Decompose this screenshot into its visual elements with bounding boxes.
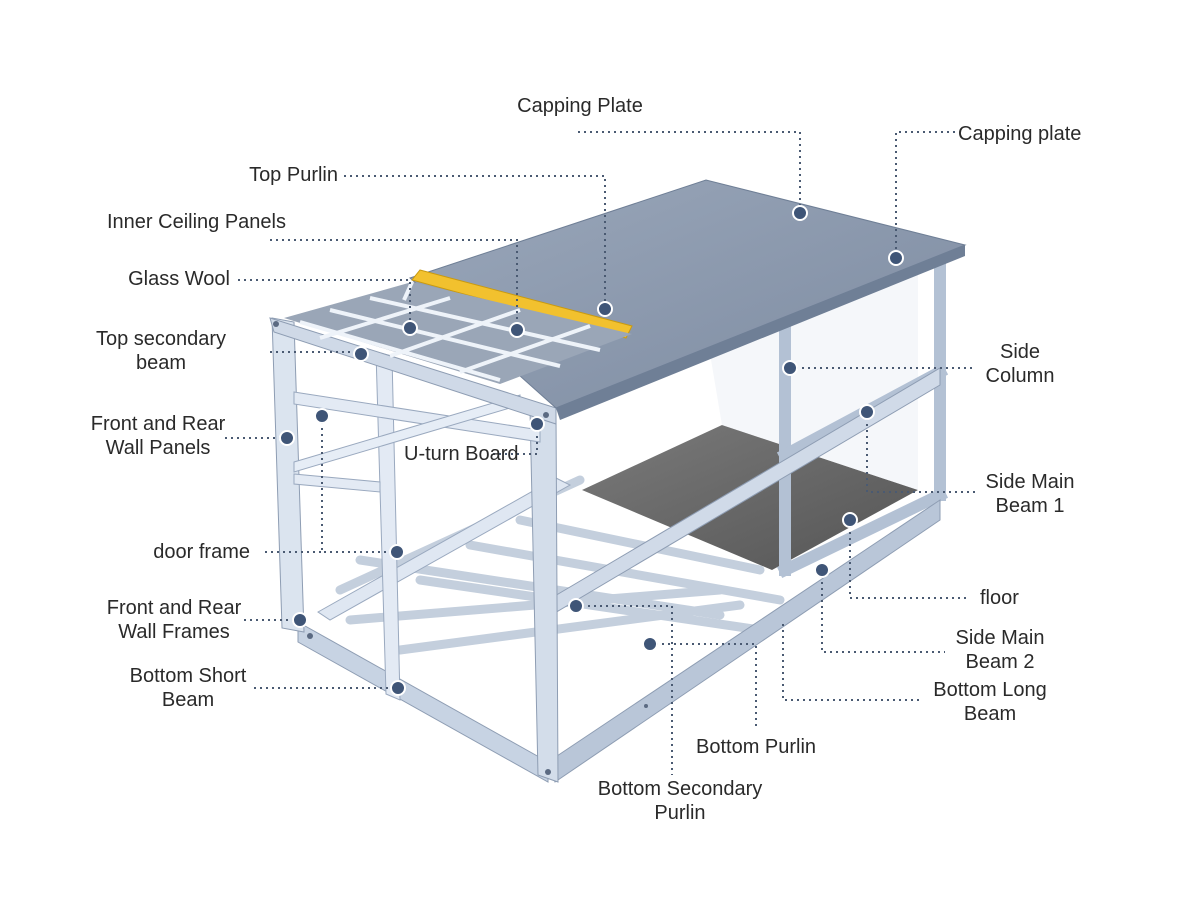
label-door-frame: door frame xyxy=(153,541,250,563)
label-side-main-beam-1: Side Main Beam 1 xyxy=(985,471,1075,517)
label-floor: floor xyxy=(980,587,1019,609)
capping-plate-edge xyxy=(556,245,965,420)
front-mid-rail xyxy=(293,473,381,493)
label-top-secondary-beam: Top secondary beam xyxy=(95,328,227,374)
label-bottom-short-beam: Bottom Short Beam xyxy=(129,665,247,711)
label-front-rear-wall-frames: Front and Rear Wall Frames xyxy=(106,597,242,643)
front-right-column xyxy=(529,409,559,783)
label-inner-ceiling-panels: Inner Ceiling Panels xyxy=(107,211,286,233)
top-secondary-beam-shape xyxy=(269,317,557,425)
door-frame-post xyxy=(375,351,401,701)
label-capping-plate-top: Capping Plate xyxy=(517,95,643,117)
label-bottom-long-beam: Bottom Long Beam xyxy=(933,679,1047,725)
callout-markers xyxy=(279,205,904,696)
label-side-column: Side Column xyxy=(985,341,1055,387)
label-bottom-secondary-purlin: Bottom Secondary Purlin xyxy=(597,778,763,824)
label-glass-wool: Glass Wool xyxy=(128,268,230,290)
corner-bolts xyxy=(273,321,648,775)
label-front-rear-wall-panels: Front and Rear Wall Panels xyxy=(90,413,226,459)
ceiling-grid xyxy=(299,281,601,382)
label-top-purlin: Top Purlin xyxy=(249,164,338,186)
inner-bottom-rail xyxy=(317,477,572,621)
label-bottom-purlin: Bottom Purlin xyxy=(696,736,817,758)
bottom-short-beam-shape xyxy=(297,621,549,783)
label-capping-plate-right: Capping plate xyxy=(958,123,1082,145)
label-u-turn-board: U-turn Board xyxy=(404,443,519,465)
leader-lines xyxy=(225,131,975,775)
label-side-main-beam-2: Side Main Beam 2 xyxy=(955,627,1045,673)
